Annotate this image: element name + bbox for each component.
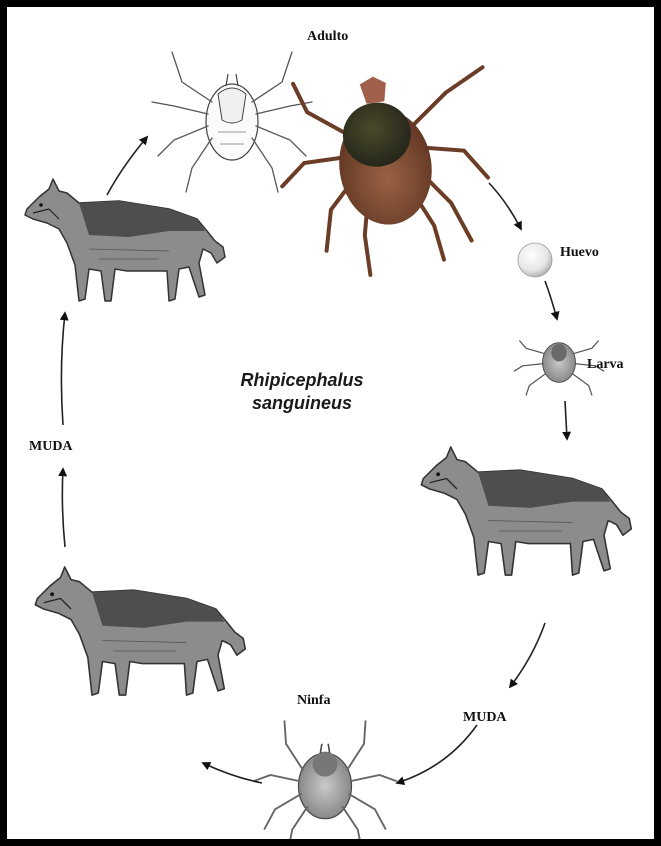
arrow-molt-to-nymph <box>397 725 477 783</box>
arrow-larva-to-dog <box>565 401 567 439</box>
label-larva: Larva <box>587 357 624 373</box>
egg <box>518 243 552 277</box>
arrow-dog-to-molt-left <box>62 469 65 547</box>
adult-tick-photo <box>268 57 509 285</box>
label-molt-right: MUDA <box>463 710 507 726</box>
arrow-dog-to-adult <box>107 137 147 195</box>
nymph-tick <box>253 720 397 839</box>
label-molt-left: MUDA <box>29 439 73 455</box>
arrow-nymph-to-dog <box>203 763 262 783</box>
arrow-dog-to-molt <box>510 623 545 687</box>
label-adult: Adulto <box>307 29 348 45</box>
dog-host-right <box>421 447 631 575</box>
species-epithet: sanguineus <box>207 392 397 415</box>
arrow-adult-to-egg <box>489 183 521 229</box>
label-nymph: Ninfa <box>297 693 330 709</box>
label-egg: Huevo <box>560 245 599 261</box>
adult-tick-line-drawing <box>152 52 312 192</box>
dog-host-left-top <box>25 179 225 301</box>
species-genus: Rhipicephalus <box>207 369 397 392</box>
species-name: Rhipicephalus sanguineus <box>207 369 397 415</box>
diagram-artwork <box>7 7 654 839</box>
dog-host-left-bottom <box>35 567 245 695</box>
arrow-egg-to-larva <box>545 281 557 319</box>
arrow-molt-to-dog-left <box>61 313 65 425</box>
